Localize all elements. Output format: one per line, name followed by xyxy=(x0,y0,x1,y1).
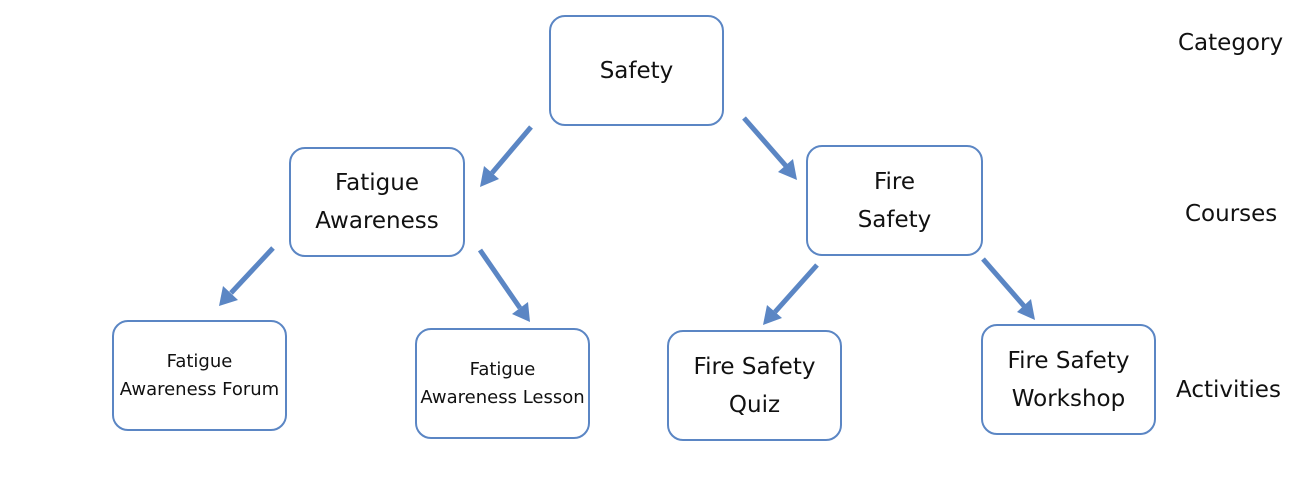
node-fire-safety: Fire Safety xyxy=(806,145,983,256)
node-fire-safety-workshop: Fire Safety Workshop xyxy=(981,324,1156,435)
node-fire-safety-label: Fire Safety xyxy=(857,168,932,233)
node-fatigue-awareness-forum-label: Fatigue Awareness Forum xyxy=(119,350,280,400)
node-fatigue-awareness-label: Fatigue Awareness xyxy=(315,170,439,234)
node-fatigue-awareness-lesson: Fatigue Awareness Lesson xyxy=(415,328,590,439)
arrow-fatigue-awareness-to-forum xyxy=(219,246,275,306)
node-fire-safety-quiz: Fire Safety Quiz xyxy=(667,330,842,441)
level-label-category: Category xyxy=(1178,30,1284,56)
node-safety: Safety xyxy=(549,15,724,126)
arrow-fire-safety-to-workshop xyxy=(981,257,1035,320)
arrow-safety-to-fatigue-awareness xyxy=(480,125,533,187)
arrow-fatigue-awareness-to-lesson xyxy=(477,248,530,322)
level-label-courses: Courses xyxy=(1185,201,1278,227)
node-fatigue-awareness: Fatigue Awareness xyxy=(289,147,465,257)
node-fatigue-awareness-lesson-label: Fatigue Awareness Lesson xyxy=(420,358,585,408)
node-fatigue-awareness-forum: Fatigue Awareness Forum xyxy=(112,320,287,431)
node-safety-label: Safety xyxy=(599,57,674,84)
node-fire-safety-workshop-label: Fire Safety Workshop xyxy=(1007,347,1130,412)
arrow-fire-safety-to-quiz xyxy=(763,263,819,325)
node-fire-safety-quiz-label: Fire Safety Quiz xyxy=(693,353,816,418)
arrow-safety-to-fire-safety xyxy=(742,116,797,180)
level-label-activities: Activities xyxy=(1176,377,1281,403)
